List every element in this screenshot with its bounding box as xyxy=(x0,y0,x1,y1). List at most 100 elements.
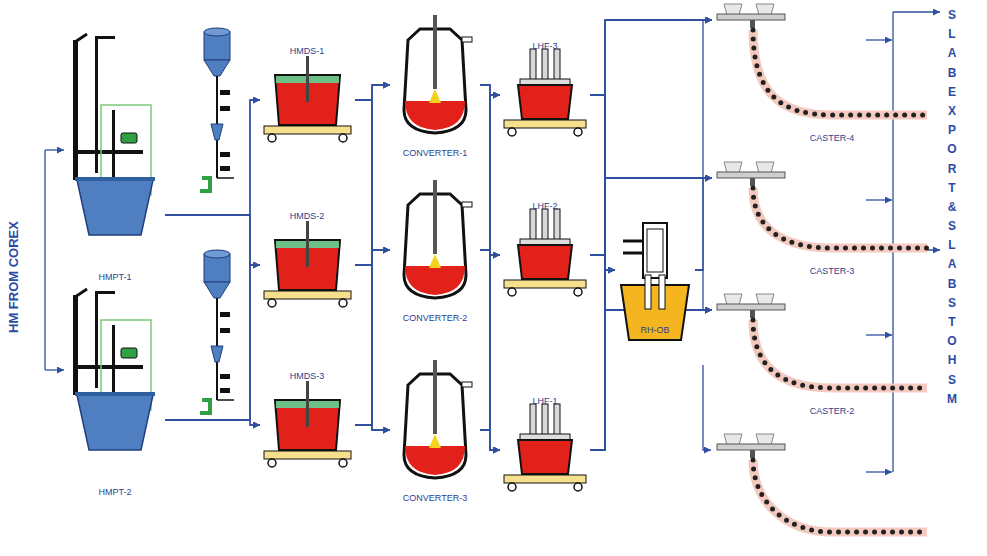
car-wheel xyxy=(574,483,582,491)
caster-out-arrow xyxy=(866,334,892,335)
caster-1-drawing xyxy=(717,434,927,532)
car-wheel xyxy=(574,128,582,136)
unit-label: CONVERTER-1 xyxy=(403,148,467,159)
unit-drawing xyxy=(65,30,165,285)
flow-connector xyxy=(165,100,260,215)
nozzle xyxy=(750,178,755,186)
flow-connector xyxy=(590,95,712,178)
ladle-car xyxy=(504,475,586,483)
process-unit: HMDS-2 xyxy=(260,205,355,310)
process-unit: CASTER-3 xyxy=(712,160,932,290)
process-unit: LHF-1 xyxy=(500,390,590,500)
output-arrow xyxy=(893,11,940,12)
flow-connector xyxy=(590,20,712,255)
unit-label: HMDS-3 xyxy=(290,371,325,382)
car-wheel xyxy=(574,288,582,296)
unit-label: HMPT-1 xyxy=(98,272,131,283)
ladle-rim xyxy=(75,392,155,396)
flow-connector xyxy=(590,310,712,450)
flow-connector xyxy=(165,420,260,425)
ladle-cup xyxy=(756,162,774,173)
ladle xyxy=(518,440,572,474)
flow-connector xyxy=(590,178,712,450)
strand xyxy=(753,30,927,115)
electrode xyxy=(530,49,536,83)
car-wheel xyxy=(339,134,347,142)
tap-hole xyxy=(462,382,472,387)
car-wheel xyxy=(268,459,276,467)
process-unit: CONVERTER-2 xyxy=(390,180,480,325)
slab-output-lines xyxy=(703,12,940,472)
tundish xyxy=(717,444,785,450)
post-hook xyxy=(75,289,87,297)
oxygen-lance xyxy=(433,180,437,254)
flow-connector xyxy=(355,425,390,430)
unit-label: CASTER-4 xyxy=(810,133,855,144)
electrode xyxy=(530,404,536,438)
nozzle xyxy=(750,310,755,318)
flow-label: SLAB EXPORT & SLABS TO HSM xyxy=(946,6,958,409)
flow-connector xyxy=(165,265,260,420)
unit-label: CASTER-2 xyxy=(810,406,855,417)
flow-connector xyxy=(480,250,500,450)
ladle xyxy=(621,285,689,340)
unit-label: RH-OB xyxy=(641,325,670,336)
drive-unit xyxy=(121,133,137,143)
unit-label: HMPT-2 xyxy=(98,487,131,498)
flow-connector xyxy=(165,215,260,425)
corex-feed-lines xyxy=(45,150,64,370)
unit-label: CASTER-3 xyxy=(810,266,855,277)
ladle-cup xyxy=(724,434,742,445)
tundish xyxy=(717,14,785,20)
steel-bath xyxy=(405,266,465,295)
process-unit: CASTER-4 xyxy=(712,2,932,157)
flow-connector xyxy=(355,85,390,425)
car-wheel xyxy=(508,483,516,491)
electrode xyxy=(554,404,560,438)
caster-out-arrow xyxy=(866,39,892,40)
unit-label: LHF-3 xyxy=(532,41,557,52)
electrode xyxy=(542,404,548,438)
caster-feed-line xyxy=(703,365,711,450)
lance xyxy=(306,221,309,267)
oxygen-lance xyxy=(433,360,437,434)
flow-connector xyxy=(480,255,500,430)
flow-connector xyxy=(480,95,500,430)
station-post xyxy=(73,295,78,395)
car-wheel xyxy=(508,128,516,136)
flow-connector xyxy=(695,20,712,270)
flow-connector xyxy=(695,178,712,270)
flow-connector xyxy=(355,250,390,425)
oxygen-jet xyxy=(429,89,441,103)
steel-bath xyxy=(405,101,465,130)
unit-drawing xyxy=(390,15,480,160)
flow-connector xyxy=(590,95,615,270)
flow-connector xyxy=(480,85,500,450)
ladle-cup xyxy=(724,162,742,173)
strand-rolls xyxy=(753,188,927,248)
caster-out-arrow xyxy=(866,471,892,472)
ladle-car xyxy=(504,120,586,128)
unit-label: CONVERTER-3 xyxy=(403,493,467,504)
strand xyxy=(753,188,927,248)
flow-connector xyxy=(165,100,260,420)
ladle-car xyxy=(504,280,586,288)
injection-hopper xyxy=(200,28,234,191)
strand xyxy=(753,460,927,532)
unit-drawing xyxy=(65,285,165,500)
electrode xyxy=(542,209,548,243)
ladle-cup xyxy=(724,294,742,305)
process-unit: LHF-2 xyxy=(500,195,590,305)
mast-arm xyxy=(95,291,115,294)
strand-rolls xyxy=(753,30,927,115)
flow-connector xyxy=(695,270,712,310)
car-wheel xyxy=(339,459,347,467)
process-unit: CASTER-2 xyxy=(712,292,932,430)
oxygen-jet xyxy=(429,254,441,268)
ladle xyxy=(77,180,153,235)
unit-drawing xyxy=(500,390,590,500)
feed-arrow xyxy=(45,149,64,150)
ladle-cup xyxy=(756,4,774,15)
